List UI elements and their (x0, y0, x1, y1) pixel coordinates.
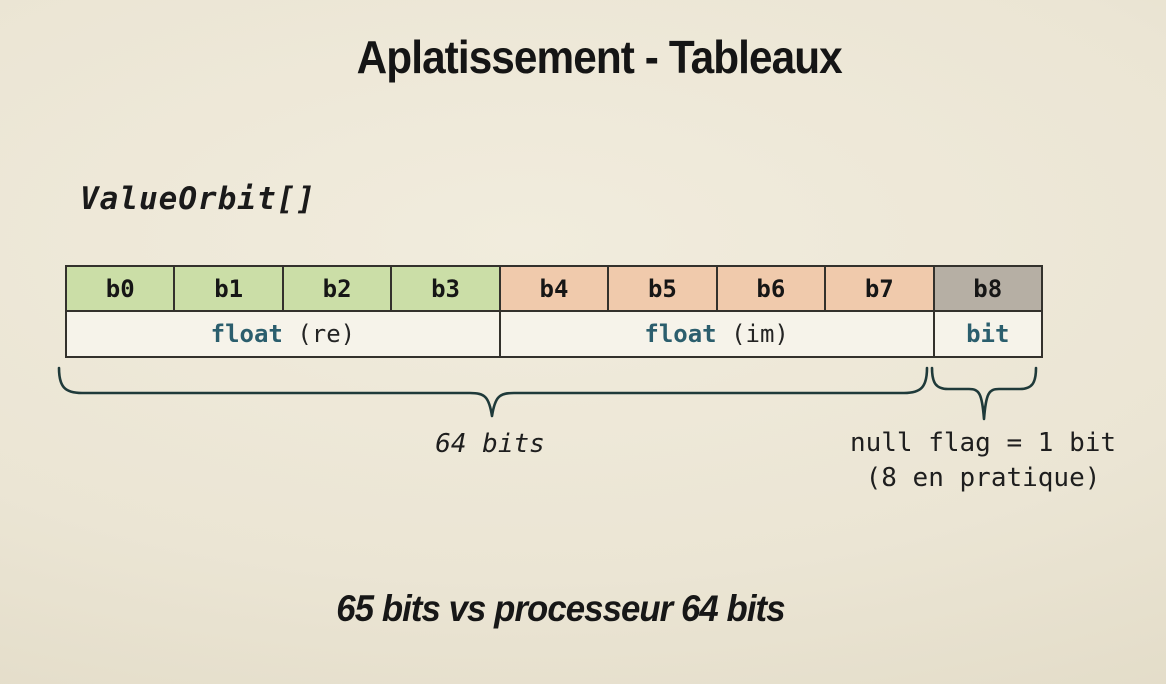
byte-cell-b6: b6 (715, 265, 827, 312)
suffix-re: (re) (282, 320, 356, 348)
footer-note-text: 65 bits vs processeur 64 bits (335, 588, 785, 629)
byte-cell-b2: b2 (281, 265, 393, 312)
byte-layout-table: b0 b1 b2 b3 b4 b5 b6 b7 b8 float (re) fl… (64, 265, 1043, 358)
footer-note: 65 bits vs processeur 64 bits (0, 588, 1120, 630)
span-cell-float-re: float (re) (65, 310, 501, 358)
keyword-float-re: float (210, 320, 283, 348)
byte-cell-b0: b0 (64, 265, 176, 312)
caption-null-flag-line1: null flag = 1 bit (849, 428, 1117, 458)
slide-title-text: Aplatissement - Tableaux (356, 31, 843, 83)
keyword-bit: bit (966, 320, 1010, 348)
span-cell-float-im: float (im) (498, 310, 935, 358)
byte-cell-b3: b3 (390, 265, 501, 312)
caption-null-flag: null flag = 1 bit (8 en pratique) (823, 426, 1143, 496)
byte-cell-b1: b1 (173, 265, 284, 312)
byte-cell-b5: b5 (607, 265, 718, 312)
suffix-im: (im) (716, 320, 789, 348)
byte-cells-row: b0 b1 b2 b3 b4 b5 b6 b7 b8 (64, 265, 1043, 312)
span-cell-bit: bit (932, 310, 1043, 358)
byte-cell-b7: b7 (824, 265, 935, 312)
right-brace-null-flag (930, 366, 1038, 421)
slide-title: Aplatissement - Tableaux (0, 30, 1166, 84)
byte-cell-b4: b4 (498, 265, 610, 312)
caption-64-bits: 64 bits (435, 429, 545, 459)
type-spans-row: float (re) float (im) bit (65, 310, 1043, 358)
byte-cell-b8: b8 (932, 265, 1043, 312)
left-brace-64-bits (57, 366, 929, 418)
keyword-float-im: float (644, 320, 717, 348)
caption-null-flag-line2: (8 en pratique) (865, 463, 1101, 493)
array-type-label: ValueOrbit[] (80, 181, 316, 217)
